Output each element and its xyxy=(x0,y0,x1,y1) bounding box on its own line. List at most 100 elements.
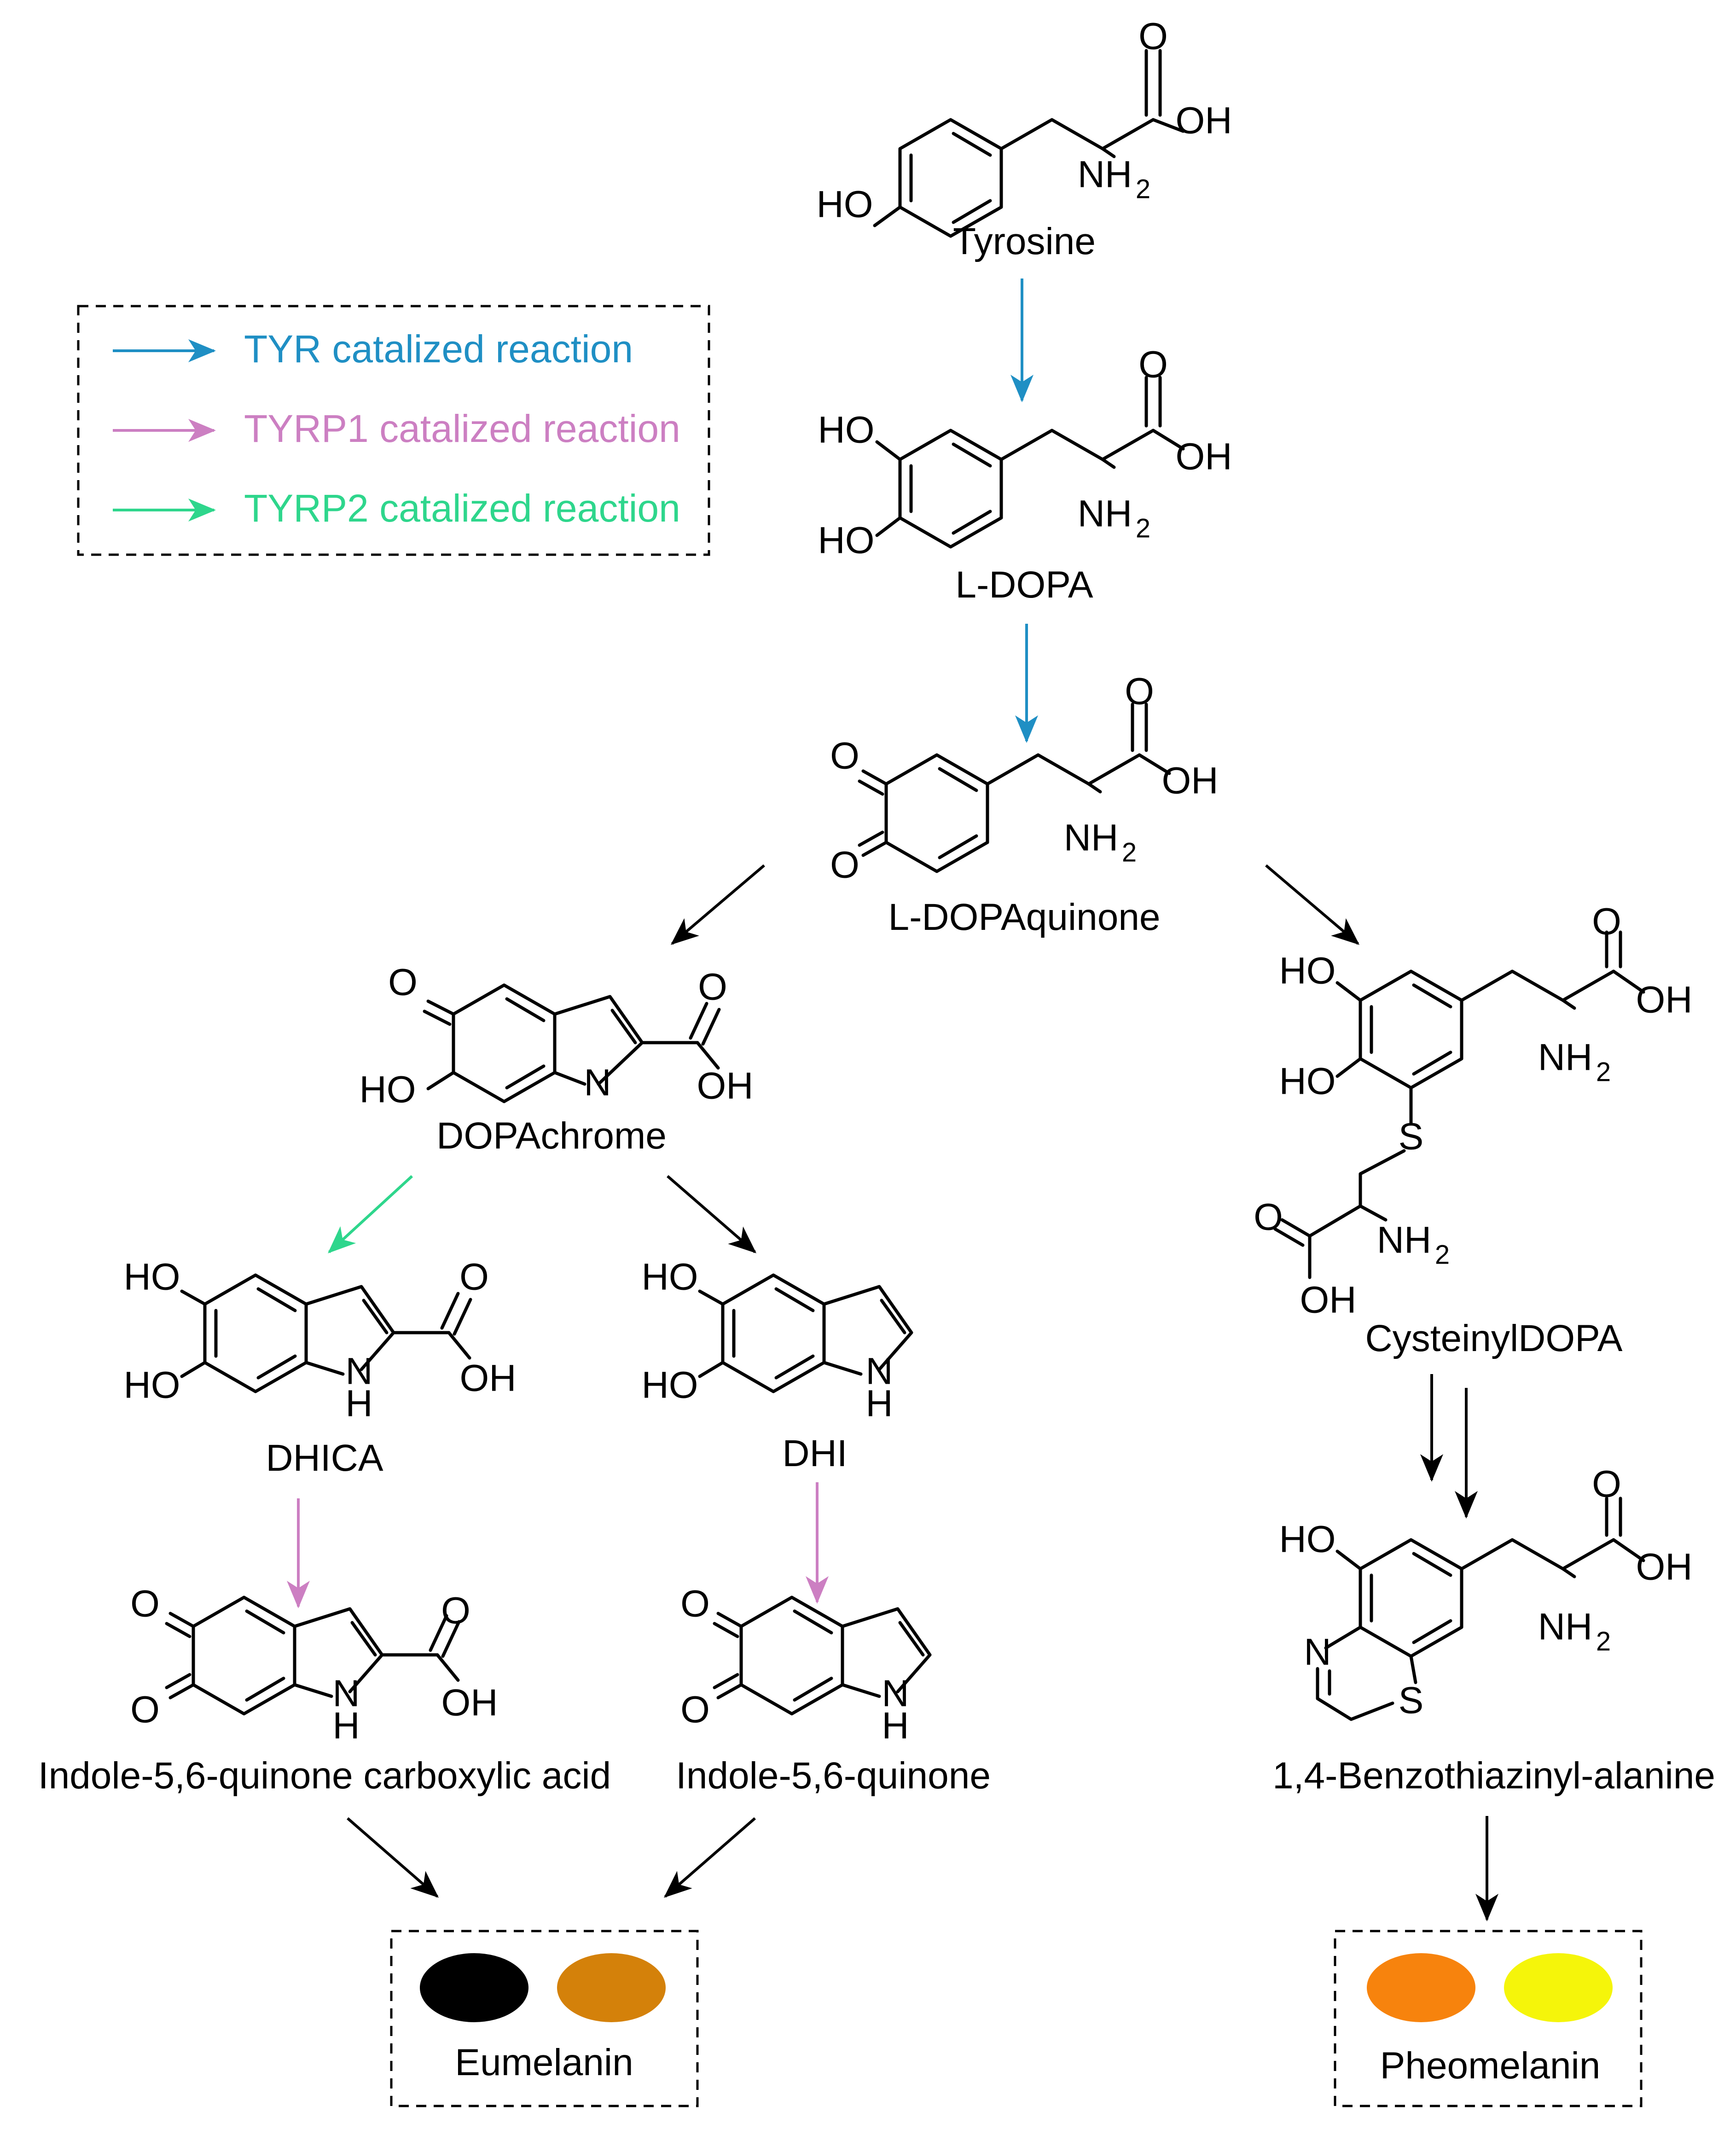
svg-text:OH: OH xyxy=(1162,760,1219,802)
svg-text:N: N xyxy=(345,1351,372,1392)
svg-text:O: O xyxy=(388,962,418,1004)
svg-text:NH: NH xyxy=(1078,154,1132,196)
svg-text:O: O xyxy=(1138,344,1168,386)
svg-text:O: O xyxy=(680,1583,710,1625)
arrow-ldopaquinone-to-dopachrome xyxy=(670,864,765,945)
svg-text:H: H xyxy=(882,1705,909,1747)
label-benzothiazinyl: 1,4-Benzothiazinyl-alanine xyxy=(1272,1755,1715,1797)
svg-text:O: O xyxy=(830,735,859,777)
svg-text:OH: OH xyxy=(1636,979,1693,1021)
iq-structure: O O N H xyxy=(680,1583,932,1747)
svg-text:OH: OH xyxy=(1176,100,1232,142)
label-ldopa: L-DOPA xyxy=(955,564,1093,606)
svg-text:O: O xyxy=(441,1590,470,1632)
label-iqca: Indole-5,6-quinone carboxylic acid xyxy=(38,1755,611,1797)
label-eumelanin: Eumelanin xyxy=(455,2042,633,2083)
svg-text:HO: HO xyxy=(1279,1519,1336,1560)
svg-text:NH: NH xyxy=(1078,493,1132,535)
cysteinyldopa-structure: O OH NH 2 HO HO S O NH 2 OH xyxy=(1254,901,1692,1321)
label-dhi: DHI xyxy=(782,1433,847,1474)
svg-text:O: O xyxy=(698,966,727,1008)
svg-text:2: 2 xyxy=(1596,1626,1611,1656)
svg-text:O: O xyxy=(1138,16,1168,58)
svg-text:HO: HO xyxy=(124,1256,180,1298)
svg-text:S: S xyxy=(1399,1116,1424,1158)
svg-text:H: H xyxy=(345,1383,372,1425)
svg-text:OH: OH xyxy=(460,1357,517,1399)
svg-text:2: 2 xyxy=(1596,1057,1611,1087)
benzothiazinyl-structure: O OH NH 2 HO N S xyxy=(1279,1463,1693,1722)
svg-text:2: 2 xyxy=(1136,174,1150,204)
svg-text:HO: HO xyxy=(124,1364,180,1406)
svg-text:N: N xyxy=(882,1673,909,1715)
arrow-iq-to-eumelanin xyxy=(663,1817,756,1898)
svg-text:O: O xyxy=(130,1689,160,1731)
svg-text:OH: OH xyxy=(441,1682,498,1724)
label-iq: Indole-5,6-quinone xyxy=(676,1755,991,1797)
legend-label-tyrp2: TYRP2 catalized reaction xyxy=(244,487,680,530)
svg-text:HO: HO xyxy=(1279,950,1336,992)
eumelanin-swatch-brown xyxy=(557,1953,666,2022)
label-cysteinyldopa: CysteinylDOPA xyxy=(1365,1317,1623,1359)
svg-text:HO: HO xyxy=(642,1364,698,1406)
arrow-dopachrome-to-dhica xyxy=(328,1175,413,1253)
label-ldopaquinone: L-DOPAquinone xyxy=(888,896,1160,938)
pheomelanin-swatch-yellow xyxy=(1504,1953,1613,2022)
label-dopachrome: DOPAchrome xyxy=(436,1115,667,1157)
svg-text:NH: NH xyxy=(1538,1606,1592,1648)
svg-text:HO: HO xyxy=(642,1256,698,1298)
svg-text:O: O xyxy=(130,1583,160,1625)
dopachrome-structure: O O N OH HO xyxy=(360,962,754,1111)
tyrosine-structure: O OH NH 2 HO xyxy=(817,16,1232,238)
svg-text:2: 2 xyxy=(1435,1240,1450,1270)
svg-text:O: O xyxy=(680,1689,710,1731)
svg-text:O: O xyxy=(1254,1196,1283,1238)
legend-box xyxy=(77,305,710,556)
svg-text:N: N xyxy=(584,1062,611,1104)
svg-text:O: O xyxy=(1125,671,1154,713)
svg-text:O: O xyxy=(1592,901,1621,943)
eumelanin-swatch-dark xyxy=(420,1953,528,2022)
svg-text:H: H xyxy=(865,1383,893,1425)
svg-text:HO: HO xyxy=(817,184,873,226)
svg-text:NH: NH xyxy=(1538,1037,1592,1079)
ldopaquinone-structure: O OH NH 2 O O xyxy=(830,671,1218,886)
legend-label-tyr: TYR catalized reaction xyxy=(244,327,633,371)
arrow-dopachrome-to-dhi xyxy=(667,1175,757,1253)
svg-text:HO: HO xyxy=(1279,1061,1336,1102)
pheomelanin-swatch-orange xyxy=(1367,1953,1475,2022)
label-tyrosine: Tyrosine xyxy=(953,220,1096,262)
svg-text:2: 2 xyxy=(1136,513,1150,543)
ldopa-structure: O OH NH 2 HO HO xyxy=(818,344,1232,562)
arrow-iqca-to-eumelanin xyxy=(347,1817,439,1898)
svg-text:O: O xyxy=(459,1256,489,1298)
eumelanin-box: Eumelanin xyxy=(390,1930,699,2107)
svg-text:OH: OH xyxy=(1300,1279,1357,1321)
svg-text:O: O xyxy=(830,844,859,886)
svg-text:N: N xyxy=(1304,1631,1331,1673)
dhica-structure: HO HO O OH N H xyxy=(124,1256,517,1425)
arrow-ldopaquinone-to-cysteinyldopa xyxy=(1265,864,1360,945)
label-dhica: DHICA xyxy=(266,1437,383,1479)
svg-text:S: S xyxy=(1399,1680,1424,1722)
svg-text:HO: HO xyxy=(818,409,875,451)
legend-label-tyrp1: TYRP1 catalized reaction xyxy=(244,407,680,450)
svg-text:OH: OH xyxy=(697,1065,754,1107)
svg-text:H: H xyxy=(332,1705,360,1747)
svg-text:O: O xyxy=(1592,1463,1621,1505)
svg-text:N: N xyxy=(865,1351,893,1392)
svg-text:NH: NH xyxy=(1064,817,1118,859)
pheomelanin-box: Pheomelanin xyxy=(1334,1930,1643,2107)
svg-text:HO: HO xyxy=(360,1069,416,1111)
iqca-structure: O O O OH N H xyxy=(130,1583,498,1747)
label-pheomelanin: Pheomelanin xyxy=(1380,2045,1601,2087)
dhi-structure: HO HO N H xyxy=(642,1256,913,1425)
svg-text:NH: NH xyxy=(1377,1219,1431,1261)
svg-text:N: N xyxy=(332,1673,360,1715)
svg-text:OH: OH xyxy=(1636,1546,1693,1588)
legend: TYR catalized reaction TYRP1 catalized r… xyxy=(77,305,710,556)
svg-text:HO: HO xyxy=(818,520,875,562)
svg-text:2: 2 xyxy=(1122,837,1137,867)
svg-text:OH: OH xyxy=(1176,436,1232,478)
